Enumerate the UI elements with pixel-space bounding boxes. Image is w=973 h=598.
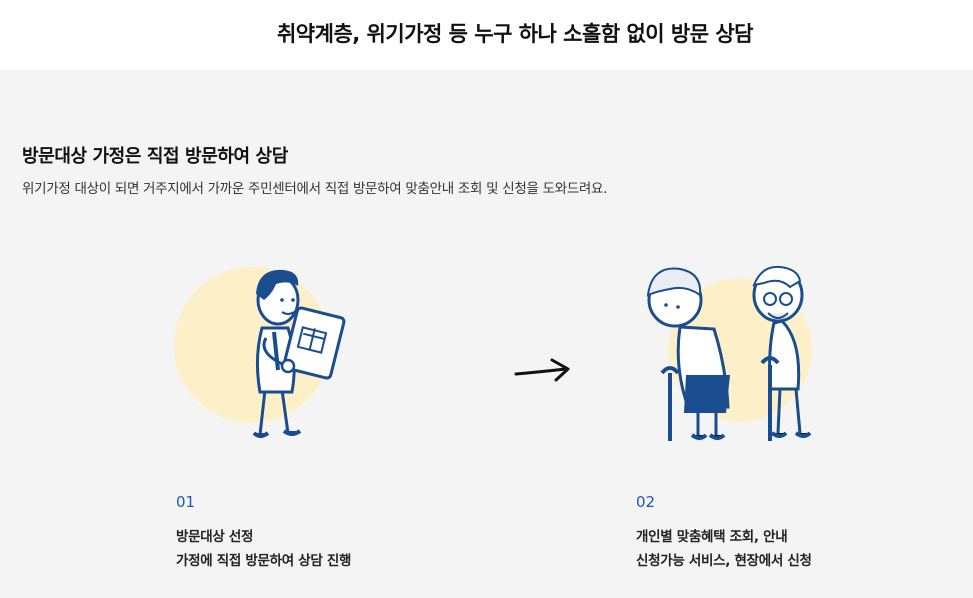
step-1-line-2: 가정에 직접 방문하여 상담 진행 xyxy=(176,553,352,569)
content-area: 방문대상 가정은 직접 방문하여 상담 위기가정 대상이 되면 거주지에서 가까… xyxy=(0,70,973,598)
section-description: 위기가정 대상이 되면 거주지에서 가까운 주민센터에서 직접 방문하여 맞춤안… xyxy=(22,181,608,197)
worker-with-tablet-illustration xyxy=(174,267,346,438)
step-1-number: 01 xyxy=(176,493,196,511)
elderly-couple-illustration xyxy=(646,265,812,441)
header-bar: 취약계층, 위기가정 등 누구 하나 소홀함 없이 방문 상담 xyxy=(0,0,973,70)
step-1-line-1: 방문대상 선정 xyxy=(176,529,254,545)
step-2-line-1: 개인별 맞춤혜택 조회, 안내 xyxy=(636,529,788,545)
step-2-number: 02 xyxy=(636,493,656,511)
arrow-right-icon xyxy=(514,358,570,382)
page-title: 취약계층, 위기가정 등 누구 하나 소홀함 없이 방문 상담 xyxy=(276,22,754,46)
step-2-line-2: 신청가능 서비스, 현장에서 신청 xyxy=(636,553,812,569)
section-title: 방문대상 가정은 직접 방문하여 상담 xyxy=(22,146,288,167)
